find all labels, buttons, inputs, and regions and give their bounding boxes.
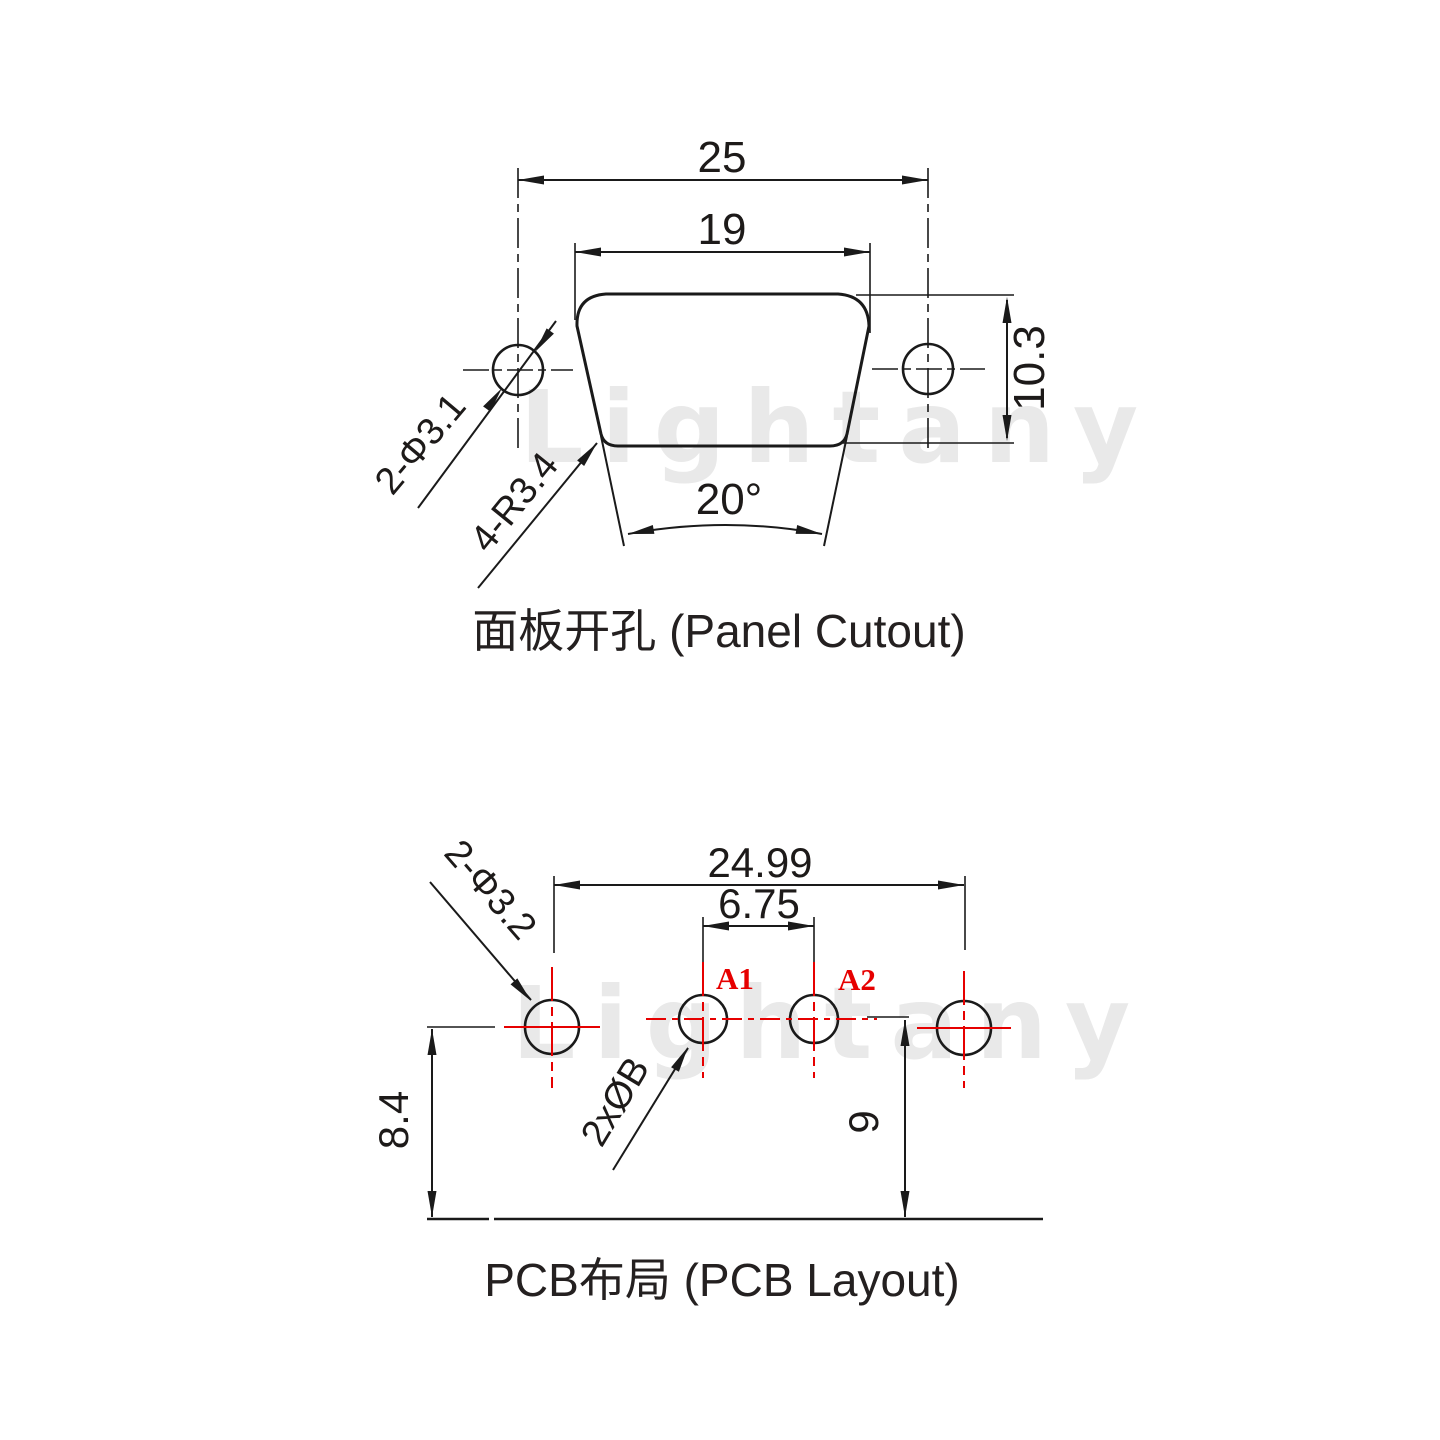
panel-cutout-diagram	[417, 168, 1014, 589]
dim-text-8-4: 8.4	[370, 1091, 417, 1149]
arrowhead	[510, 978, 531, 1001]
dim-text-9: 9	[840, 1110, 887, 1133]
red-centerlines	[504, 962, 1011, 1088]
dim-text-6-75: 6.75	[718, 880, 800, 927]
arrowhead	[938, 880, 964, 890]
arrowhead	[577, 443, 597, 467]
arrowhead	[900, 1191, 910, 1217]
dim-text-19: 19	[698, 205, 747, 254]
angle-ext-right	[823, 435, 848, 547]
arrowhead	[575, 247, 601, 257]
arrowhead	[427, 1191, 437, 1217]
leader-pcb-mount-holes	[429, 881, 532, 1001]
arrowhead	[427, 1029, 437, 1055]
angle-arc	[627, 524, 823, 535]
pcb-layout-title: PCB布局 (PCB Layout)	[484, 1254, 959, 1306]
arrowhead	[703, 921, 729, 931]
arrowhead	[671, 1047, 688, 1072]
pcb-layout-diagram	[427, 876, 1043, 1221]
arrowhead	[483, 388, 502, 412]
pin-label-a2: A2	[838, 962, 876, 997]
panel-cutout-title: 面板开孔 (Panel Cutout)	[472, 605, 965, 657]
arrowhead	[844, 247, 870, 257]
watermark-top: Lightany	[520, 369, 1156, 486]
dim-text-20deg: 20°	[696, 475, 763, 524]
arrowhead	[1002, 297, 1012, 323]
arrowhead	[795, 525, 822, 534]
dim-text-24-99: 24.99	[707, 839, 812, 886]
arrowhead	[518, 175, 544, 185]
angle-ext-left	[600, 435, 625, 547]
dim-text-10-3: 10.3	[1005, 325, 1054, 411]
dim-text-25: 25	[698, 133, 747, 182]
label-pcb-mount-holes: 2-Φ3.2	[436, 832, 544, 948]
leader-mount-holes	[417, 320, 557, 509]
panel-cutout-shape	[575, 292, 871, 448]
arrowhead	[535, 328, 554, 352]
arrowhead	[554, 880, 580, 890]
label-mount-holes-top: 2-Φ3.1	[367, 386, 474, 503]
arrowhead	[1002, 415, 1012, 441]
arrowhead	[628, 525, 655, 534]
leader-corner-radius	[477, 442, 598, 589]
arrowhead	[902, 175, 928, 185]
watermark-bottom: Lightany	[512, 965, 1148, 1082]
arrowhead	[788, 921, 814, 931]
arrowhead	[900, 1020, 910, 1046]
pin-label-a1: A1	[716, 961, 754, 996]
